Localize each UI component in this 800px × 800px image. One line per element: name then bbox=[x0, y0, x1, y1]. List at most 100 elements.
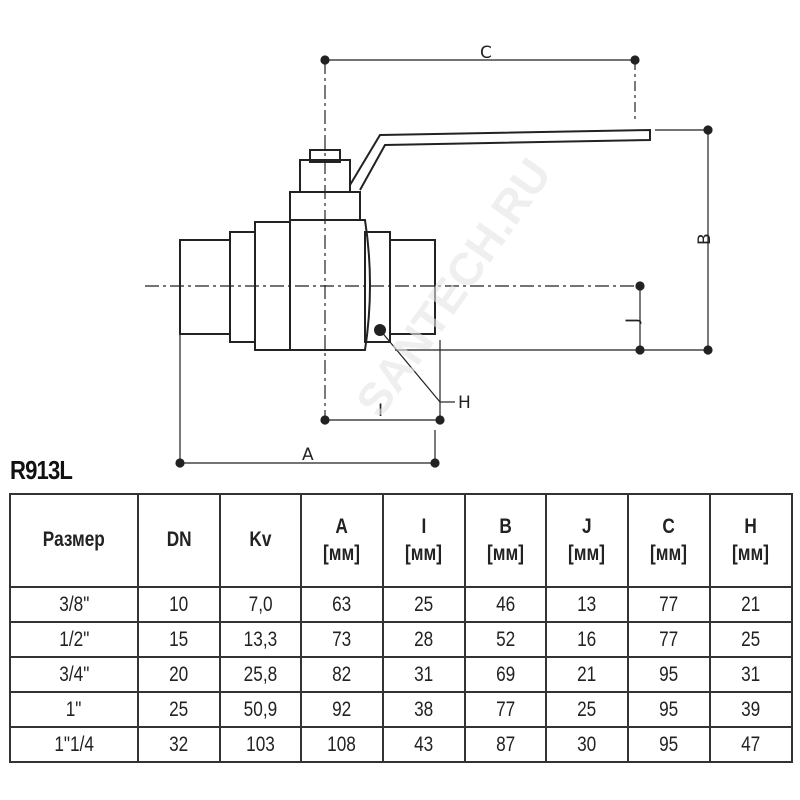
column-header-name: C bbox=[662, 515, 676, 539]
cell-value: 82 bbox=[332, 662, 352, 686]
cell-value: 73 bbox=[332, 627, 352, 651]
table-cell: 31 bbox=[709, 656, 793, 693]
cell-value: 39 bbox=[741, 697, 761, 721]
column-header-name: I bbox=[421, 515, 427, 539]
cell-value: 1" bbox=[66, 697, 82, 721]
cell-value: 43 bbox=[414, 732, 434, 756]
table-cell: 69 bbox=[464, 656, 547, 693]
column-header-name: Kv bbox=[249, 528, 272, 552]
valve-body bbox=[289, 219, 371, 351]
cell-value: 3/4" bbox=[58, 662, 90, 686]
dim-label-c: C bbox=[480, 43, 492, 63]
dim-label-h: H bbox=[458, 393, 471, 413]
cell-value: 95 bbox=[659, 662, 679, 686]
cell-value: 25 bbox=[414, 592, 434, 616]
table-cell: 77 bbox=[464, 691, 547, 728]
cell-value: 28 bbox=[414, 627, 434, 651]
cell-value: 7,0 bbox=[248, 592, 273, 616]
cell-value: 16 bbox=[577, 627, 597, 651]
table-cell: 32 bbox=[137, 726, 221, 763]
column-header: J[мм] bbox=[545, 493, 629, 588]
cell-value: 95 bbox=[659, 697, 679, 721]
left-thread bbox=[179, 239, 231, 335]
table-cell: 25 bbox=[709, 621, 793, 658]
table-cell: 21 bbox=[709, 586, 793, 623]
cell-value: 77 bbox=[659, 592, 679, 616]
cell-value: 10 bbox=[169, 592, 189, 616]
cell-value: 25 bbox=[741, 627, 761, 651]
table-cell: 1" bbox=[9, 691, 139, 728]
column-header: DN bbox=[137, 493, 221, 588]
table-cell: 95 bbox=[627, 656, 711, 693]
column-header-name: H bbox=[744, 515, 758, 539]
cell-value: 13 bbox=[577, 592, 597, 616]
table-cell: 20 bbox=[137, 656, 221, 693]
table-cell: 52 bbox=[464, 621, 547, 658]
table-cell: 25,8 bbox=[219, 656, 302, 693]
cell-value: 25 bbox=[577, 697, 597, 721]
table-cell: 25 bbox=[382, 586, 466, 623]
cell-value: 1/2" bbox=[58, 627, 90, 651]
cell-value: 15 bbox=[169, 627, 189, 651]
cell-value: 50,9 bbox=[243, 697, 278, 721]
table-cell: 13,3 bbox=[219, 621, 302, 658]
table-cell: 63 bbox=[300, 586, 384, 623]
table-cell: 16 bbox=[545, 621, 629, 658]
column-header-name: A bbox=[335, 515, 349, 539]
column-header-unit: [мм] bbox=[732, 541, 770, 565]
table-cell: 1"1/4 bbox=[9, 726, 139, 763]
table-cell: 3/4" bbox=[9, 656, 139, 693]
column-header-unit: [мм] bbox=[568, 541, 606, 565]
cell-value: 69 bbox=[495, 662, 516, 686]
cell-value: 46 bbox=[495, 592, 516, 616]
table-cell: 46 bbox=[464, 586, 547, 623]
table-cell: 30 bbox=[545, 726, 629, 763]
dim-label-b: B bbox=[695, 233, 715, 245]
cell-value: 3/8" bbox=[58, 592, 90, 616]
cell-value: 103 bbox=[246, 732, 275, 756]
table-cell: 77 bbox=[627, 621, 711, 658]
cell-value: 52 bbox=[495, 627, 516, 651]
table-cell: 82 bbox=[300, 656, 384, 693]
cell-value: 13,3 bbox=[243, 627, 278, 651]
column-header-unit: [мм] bbox=[405, 541, 443, 565]
column-header: B[мм] bbox=[464, 493, 547, 588]
column-header-name: Размер bbox=[42, 528, 106, 552]
table-cell: 92 bbox=[300, 691, 384, 728]
column-header: I[мм] bbox=[382, 493, 466, 588]
cell-value: 30 bbox=[577, 732, 597, 756]
cell-value: 77 bbox=[495, 697, 516, 721]
cell-value: 25 bbox=[169, 697, 189, 721]
lever-handle bbox=[349, 128, 651, 191]
cell-value: 63 bbox=[332, 592, 352, 616]
table-cell: 87 bbox=[464, 726, 547, 763]
cell-value: 32 bbox=[169, 732, 189, 756]
cell-value: 87 bbox=[495, 732, 516, 756]
table-cell: 50,9 bbox=[219, 691, 302, 728]
cell-value: 95 bbox=[659, 732, 679, 756]
table-cell: 25 bbox=[137, 691, 221, 728]
stem-nut bbox=[299, 159, 351, 193]
table-cell: 38 bbox=[382, 691, 466, 728]
cell-value: 1"1/4 bbox=[54, 732, 94, 756]
watermark: SANTECH.RU bbox=[346, 149, 562, 426]
table-cell: 7,0 bbox=[219, 586, 302, 623]
column-header-unit: [мм] bbox=[650, 541, 688, 565]
column-header: H[мм] bbox=[709, 493, 793, 588]
column-header-name: J bbox=[582, 515, 592, 539]
table-cell: 13 bbox=[545, 586, 629, 623]
cell-value: 31 bbox=[741, 662, 761, 686]
cell-value: 21 bbox=[577, 662, 597, 686]
column-header-name: DN bbox=[166, 528, 192, 552]
cell-value: 21 bbox=[741, 592, 761, 616]
table-cell: 95 bbox=[627, 726, 711, 763]
table-cell: 95 bbox=[627, 691, 711, 728]
table-cell: 28 bbox=[382, 621, 466, 658]
table-cell: 77 bbox=[627, 586, 711, 623]
cell-value: 77 bbox=[659, 627, 679, 651]
cell-value: 31 bbox=[414, 662, 434, 686]
table-row: 3/8" 10 7,0 63 25 46 13 77 21 bbox=[9, 586, 793, 623]
